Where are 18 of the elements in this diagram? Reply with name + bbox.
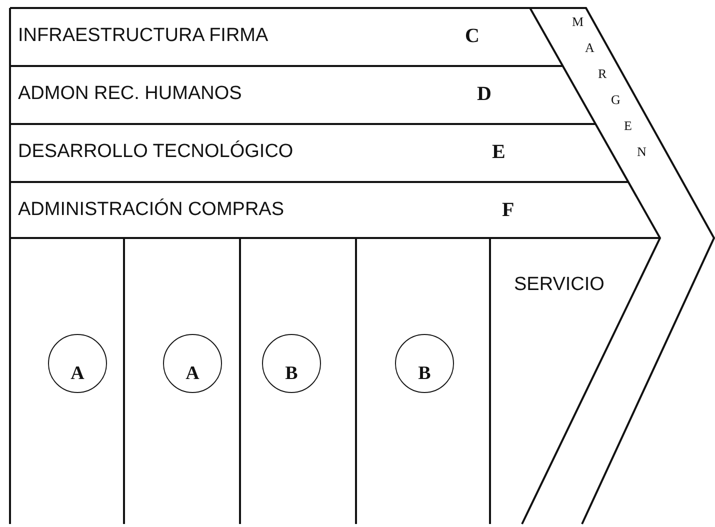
activity-name: ADMINISTRACIÓN COMPRAS	[18, 199, 284, 221]
activity-letter: D	[477, 83, 492, 106]
activity-letter: B	[284, 363, 299, 385]
activity-letter: E	[492, 141, 506, 164]
margin-label: MARGEN	[572, 14, 646, 161]
activity-letter: B	[417, 363, 432, 385]
activity-letter: F	[502, 199, 514, 222]
activity-name: ADMON REC. HUMANOS	[18, 83, 242, 105]
activity-name: INFRAESTRUCTURA FIRMA	[18, 25, 268, 47]
activity-letter: A	[70, 363, 86, 385]
activity-circle	[262, 334, 321, 393]
activity-name: SERVICIO	[514, 274, 604, 296]
activity-letter: A	[184, 363, 200, 385]
activity-circle	[48, 334, 107, 393]
activity-name: DESARROLLO TECNOLÓGICO	[18, 141, 294, 163]
activity-circle	[163, 334, 222, 393]
activity-letter: C	[465, 25, 480, 48]
activity-circle	[395, 334, 454, 393]
